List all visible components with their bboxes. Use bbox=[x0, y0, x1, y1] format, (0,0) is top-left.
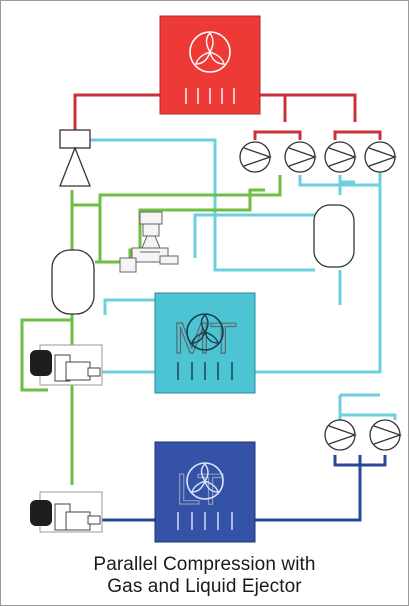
gas-ejector bbox=[59, 129, 91, 187]
suction-accumulator-vessel bbox=[313, 204, 355, 268]
compressor-group-bottom bbox=[324, 419, 402, 451]
solenoid-valve-lt bbox=[30, 491, 103, 533]
mt-label: MT bbox=[173, 314, 237, 363]
liquid-receiver-vessel bbox=[51, 249, 95, 315]
mt-evaporator-unit: MT bbox=[154, 292, 256, 394]
liquid-ejector-valve bbox=[119, 211, 179, 273]
caption-line-1: Parallel Compression with bbox=[93, 554, 316, 575]
compressor-icon bbox=[239, 141, 272, 173]
red-pipes bbox=[73, 93, 382, 140]
solenoid-valve-mt bbox=[30, 344, 103, 386]
blue-pipes bbox=[100, 455, 387, 522]
compressor-icon bbox=[364, 141, 397, 173]
lt-evaporator-unit: LT bbox=[154, 441, 256, 543]
compressor-group-top bbox=[239, 141, 397, 173]
caption-line-2: Gas and Liquid Ejector bbox=[107, 576, 302, 597]
compressor-icon bbox=[369, 419, 402, 451]
gas-cooler-unit bbox=[159, 15, 261, 115]
compressor-icon bbox=[324, 141, 357, 173]
compressor-icon bbox=[324, 419, 357, 451]
compressor-icon bbox=[284, 141, 317, 173]
